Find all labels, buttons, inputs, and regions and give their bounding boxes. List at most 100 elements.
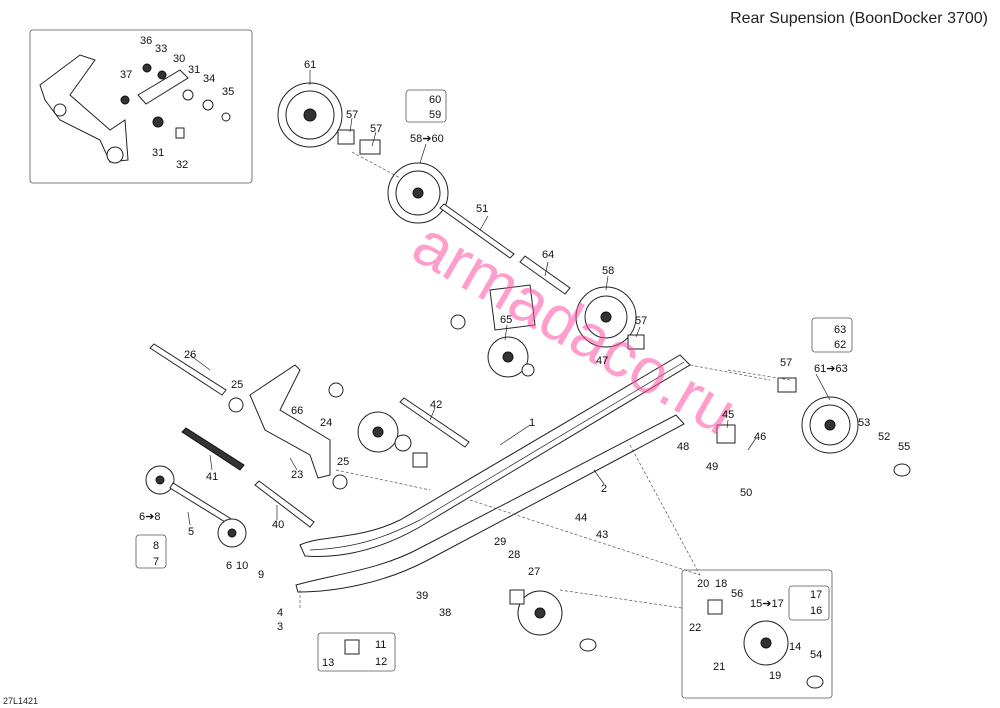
callout-23: 23 <box>291 469 303 481</box>
callout-44: 44 <box>575 512 587 524</box>
kit-box-58-60 <box>405 89 447 123</box>
shaft-40 <box>254 480 315 528</box>
bushing-25a <box>228 397 244 413</box>
bracket-27 <box>509 589 525 605</box>
block-45 <box>716 424 736 444</box>
callout-32: 32 <box>176 159 188 171</box>
callout-61-63: 61➔63 <box>814 363 848 375</box>
callout-50: 50 <box>740 487 752 499</box>
callout-59: 59 <box>429 109 441 121</box>
front-arm-23 <box>249 364 331 479</box>
dash-line <box>629 444 701 576</box>
washer-65b <box>521 363 535 377</box>
idler-wheel-58 <box>575 286 637 348</box>
diagram-title: Rear Supension (BoonDocker 3700) <box>730 10 988 27</box>
diagram-code: 27L1421 <box>3 696 39 706</box>
bracket-11 <box>344 639 360 655</box>
dash-line <box>727 369 791 381</box>
callout-17: 17 <box>810 589 822 601</box>
callout-33: 33 <box>155 43 167 55</box>
callout-21: 21 <box>713 661 725 673</box>
inset-box-rear-idler <box>681 569 833 699</box>
callout-25a: 25 <box>231 379 243 391</box>
idler-wheel-61-63 <box>801 396 859 454</box>
dash-line <box>351 151 401 179</box>
callout-52: 52 <box>878 431 890 443</box>
inset-box-rear-arm <box>29 29 253 184</box>
callout-6: 6 <box>226 560 232 572</box>
callout-2: 2 <box>601 483 607 495</box>
bushing-25b <box>332 474 348 490</box>
kit-box-15-17 <box>788 585 830 621</box>
callout-57a: 57 <box>346 109 358 121</box>
callout-30: 30 <box>173 53 185 65</box>
callout-38: 38 <box>439 607 451 619</box>
callout-11: 11 <box>375 639 386 651</box>
callout-54: 54 <box>810 649 822 661</box>
callout-4: 4 <box>277 607 283 619</box>
callout-41: 41 <box>206 471 218 483</box>
callout-60: 60 <box>429 94 441 106</box>
bracket-57c <box>627 334 645 350</box>
dash-line <box>469 499 701 576</box>
washer-66 <box>328 382 344 398</box>
callout-22: 22 <box>689 622 701 634</box>
callout-53: 53 <box>858 417 870 429</box>
idler-wheel-66 <box>357 411 399 453</box>
callout-6-8: 6➔8 <box>139 511 160 523</box>
inset-box-bracket <box>317 632 396 672</box>
idler-wheel-58-60 <box>387 162 449 224</box>
callout-57b: 57 <box>370 123 382 135</box>
callout-26: 26 <box>184 349 196 361</box>
callout-48: 48 <box>677 441 689 453</box>
callout-20: 20 <box>697 578 709 590</box>
shaft-26 <box>149 343 227 396</box>
callout-19: 19 <box>769 670 781 682</box>
bracket-57 <box>359 139 381 155</box>
callout-39: 39 <box>416 590 428 602</box>
rear-arm-assembly <box>39 54 231 164</box>
callout-47: 47 <box>596 355 608 367</box>
cap-54 <box>806 675 824 689</box>
callout-64: 64 <box>542 249 554 261</box>
idler-wheel-15-17 <box>743 620 789 666</box>
callout-1: 1 <box>529 417 535 429</box>
callout-49: 49 <box>706 461 718 473</box>
slide-rail-2 <box>295 414 685 593</box>
cap-lower <box>579 638 597 652</box>
callout-15-17: 15➔17 <box>750 598 784 610</box>
callout-31b: 31 <box>152 147 164 159</box>
bracket-57b <box>337 129 355 145</box>
callout-62: 62 <box>834 339 846 351</box>
idler-wheel-6-8 <box>145 465 247 548</box>
callout-42: 42 <box>430 399 442 411</box>
shaft-41 <box>181 427 245 471</box>
callout-66: 66 <box>291 405 303 417</box>
callout-57c: 57 <box>635 315 647 327</box>
callout-13: 13 <box>322 657 334 669</box>
shaft-42 <box>399 397 470 448</box>
callout-40: 40 <box>272 519 284 531</box>
dash-line <box>559 589 683 609</box>
callout-35: 35 <box>222 86 234 98</box>
callout-56: 56 <box>731 588 743 600</box>
idler-wheel-65 <box>487 336 529 378</box>
callout-29: 29 <box>494 536 506 548</box>
kit-box-6-8 <box>135 534 167 569</box>
roller-sleeve <box>489 284 536 331</box>
callout-9: 9 <box>258 569 264 581</box>
callout-58: 58 <box>602 265 614 277</box>
callout-45: 45 <box>722 409 734 421</box>
callout-63: 63 <box>834 324 846 336</box>
callout-51: 51 <box>476 203 488 215</box>
callout-31a: 31 <box>188 64 200 76</box>
callout-5: 5 <box>188 526 194 538</box>
callout-55: 55 <box>898 441 910 453</box>
callout-18: 18 <box>715 578 727 590</box>
callout-28: 28 <box>508 549 520 561</box>
callout-58-60: 58➔60 <box>410 133 444 145</box>
dash-line <box>335 469 431 491</box>
idler-wheel-lower <box>517 590 563 636</box>
callout-43: 43 <box>596 529 608 541</box>
